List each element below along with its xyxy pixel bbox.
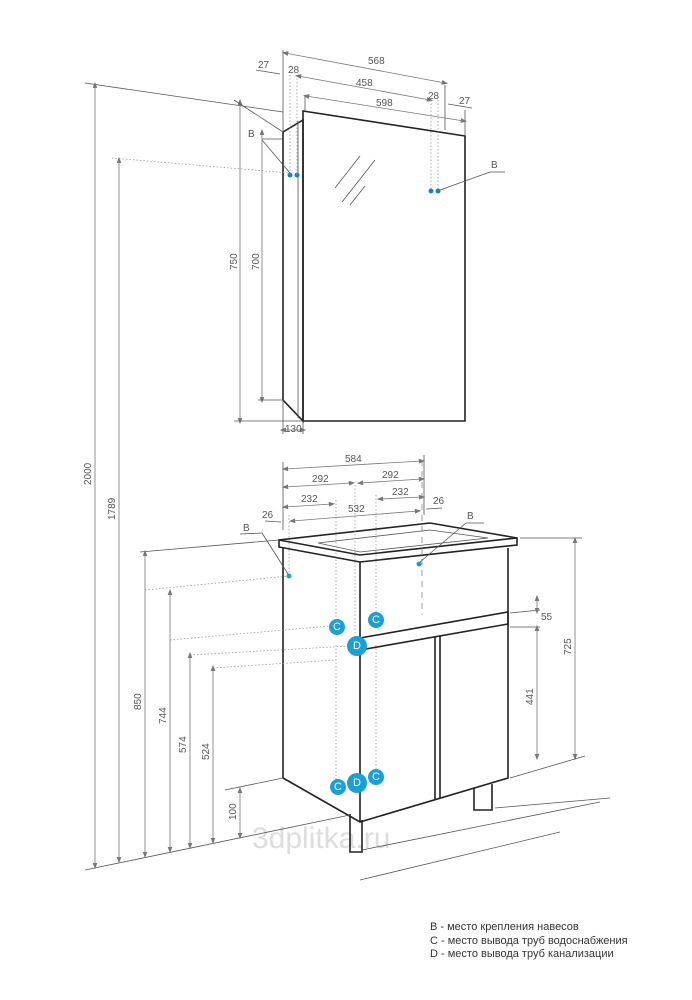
- watermark: 3dplitka.ru: [252, 822, 390, 855]
- dim-532: 532: [348, 504, 365, 515]
- dim-292-left: 292: [312, 474, 329, 485]
- dim-1789: 1789: [107, 497, 118, 520]
- dim-574: 574: [178, 736, 189, 753]
- dim-26-left: 26: [262, 510, 274, 521]
- dim-232-right: 232: [392, 487, 409, 498]
- dim-568: 568: [368, 56, 385, 67]
- dim-232-left: 232: [301, 494, 318, 505]
- dim-28-right: 28: [428, 91, 440, 102]
- marker-c-right: C: [368, 612, 384, 628]
- legend: B - место крепления навесов C - место вы…: [430, 921, 628, 962]
- legend-item-c: C - место вывода труб водоснабжения: [430, 934, 628, 947]
- marker-c-left: C: [329, 619, 345, 635]
- marker-d-top: D: [347, 636, 367, 656]
- svg-text:C: C: [333, 621, 341, 633]
- dim-598: 598: [376, 98, 393, 109]
- mirror-glare-icon: [334, 155, 376, 206]
- dim-750: 750: [229, 253, 240, 270]
- dim-524: 524: [201, 743, 212, 760]
- dim-27-right: 27: [459, 96, 471, 107]
- marker-b-mirror-right: B: [491, 160, 498, 171]
- dim-744: 744: [158, 707, 169, 724]
- dim-100: 100: [228, 803, 239, 820]
- dim-130: 130: [285, 424, 302, 435]
- svg-text:D: D: [353, 777, 361, 789]
- marker-b-vanity-right: B: [467, 511, 474, 522]
- dim-292-right: 292: [382, 470, 399, 481]
- marker-c-bottom-left: C: [330, 779, 346, 795]
- dim-584: 584: [345, 454, 362, 465]
- mirror-cabinet: [111, 75, 466, 423]
- dim-55: 55: [541, 612, 553, 623]
- svg-text:C: C: [372, 771, 380, 783]
- vanity-unit: C C D C D C: [144, 460, 518, 853]
- dim-458: 458: [356, 78, 373, 89]
- marker-d-bottom: D: [347, 773, 367, 793]
- dim-441: 441: [525, 688, 536, 705]
- dim-850: 850: [133, 693, 144, 710]
- svg-text:C: C: [372, 614, 380, 626]
- marker-b-mirror-left: B: [248, 129, 255, 140]
- marker-b-vanity-left: B: [243, 523, 250, 534]
- svg-text:D: D: [353, 640, 361, 652]
- dim-2000: 2000: [83, 462, 94, 485]
- legend-item-b: B - место крепления навесов: [430, 921, 579, 933]
- dim-28-left: 28: [288, 65, 300, 76]
- svg-text:C: C: [334, 781, 342, 793]
- marker-c-bottom-right: C: [368, 769, 384, 785]
- dim-26-right: 26: [433, 496, 445, 507]
- dim-700: 700: [251, 253, 262, 270]
- dim-27-left: 27: [258, 60, 270, 71]
- legend-item-d: D - место вывода труб канализации: [430, 948, 614, 960]
- dim-725: 725: [563, 638, 574, 655]
